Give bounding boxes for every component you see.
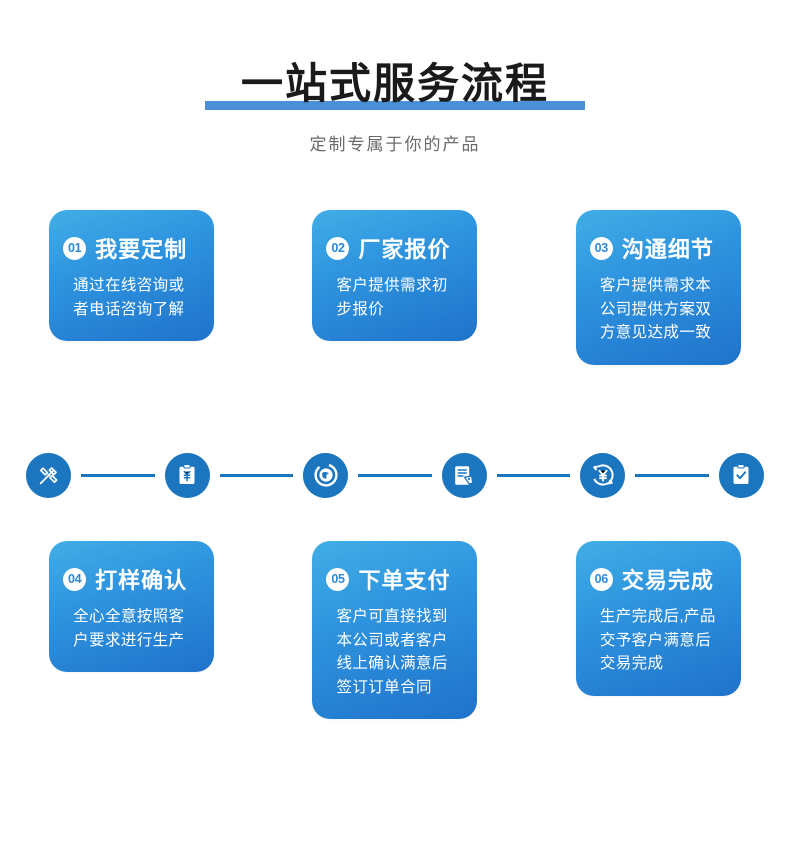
step-card-header: 04 打样确认	[63, 563, 200, 595]
step-card-slot: 04 打样确认 全心全意按照客户要求进行生产	[0, 541, 263, 719]
clipboard-yuan-icon	[164, 452, 210, 498]
page-subtitle: 定制专属于你的产品	[309, 135, 481, 155]
step-number-badge: 04	[63, 567, 87, 591]
page-title: 一站式服务流程	[240, 60, 549, 107]
process-connector-line	[358, 473, 432, 477]
step-description: 客户提供需求本公司提供方案双方意见达成一致	[599, 277, 712, 342]
step-title: 沟通细节	[621, 237, 714, 262]
step-card-slot: 05 下单支付 客户可直接找到本公司或者客户线上确认满意后签订订单合同	[263, 541, 526, 720]
step-number-badge: 01	[63, 236, 87, 260]
step-card-03[interactable]: 03 沟通细节 客户提供需求本公司提供方案双方意见达成一致	[575, 210, 741, 365]
step-number-badge: 06	[589, 567, 613, 591]
yuan-payment-icon	[580, 452, 626, 498]
step-card-02[interactable]: 02 厂家报价 客户提供需求初步报价	[312, 210, 478, 342]
step-description: 客户可直接找到本公司或者客户线上确认满意后签订订单合同	[336, 608, 448, 696]
process-connector-line	[635, 473, 709, 477]
headset-support-icon	[303, 452, 349, 498]
steps-row-top: 01 我要定制 通过在线咨询或者电话咨询了解 02 厂家报价 客户提供需求初步报…	[0, 210, 790, 365]
step-card-01[interactable]: 01 我要定制 通过在线咨询或者电话咨询了解	[49, 210, 215, 342]
document-tag-icon	[441, 452, 487, 498]
step-card-header: 06 交易完成	[589, 563, 727, 595]
step-card-header: 01 我要定制	[63, 232, 200, 264]
step-number-badge: 02	[326, 236, 350, 260]
page-title-wrap: 一站式服务流程	[204, 60, 585, 112]
step-card-header: 02 厂家报价	[326, 232, 463, 264]
step-title: 交易完成	[621, 568, 714, 593]
process-connector-line	[496, 473, 571, 477]
clipboard-check-icon	[718, 452, 764, 498]
step-title: 厂家报价	[358, 237, 451, 262]
step-description: 通过在线咨询或者电话咨询了解	[73, 277, 185, 318]
process-connector-line	[219, 473, 294, 477]
step-title: 我要定制	[95, 237, 188, 262]
page-header: 一站式服务流程 定制专属于你的产品	[0, 0, 790, 155]
step-number-badge: 05	[326, 567, 350, 591]
title-underline-bar	[204, 101, 585, 111]
step-card-slot: 06 交易完成 生产完成后,产品交予客户满意后交易完成	[527, 541, 790, 719]
step-card-header: 03 沟通细节	[589, 232, 727, 264]
design-pencil-icon	[26, 452, 72, 498]
process-icon-strip	[0, 444, 790, 506]
step-card-04[interactable]: 04 打样确认 全心全意按照客户要求进行生产	[49, 541, 215, 673]
step-title: 打样确认	[95, 568, 188, 593]
step-card-slot: 01 我要定制 通过在线咨询或者电话咨询了解	[0, 210, 263, 365]
step-card-06[interactable]: 06 交易完成 生产完成后,产品交予客户满意后交易完成	[575, 541, 741, 696]
step-description: 生产完成后,产品交予客户满意后交易完成	[599, 608, 716, 673]
process-connector-line	[81, 473, 155, 477]
step-card-slot: 02 厂家报价 客户提供需求初步报价	[263, 210, 526, 365]
step-number-badge: 03	[589, 236, 613, 260]
steps-row-bottom: 04 打样确认 全心全意按照客户要求进行生产 05 下单支付 客户可直接找到本公…	[0, 541, 790, 720]
step-card-slot: 03 沟通细节 客户提供需求本公司提供方案双方意见达成一致	[527, 210, 790, 365]
step-card-header: 05 下单支付	[326, 563, 463, 595]
step-description: 全心全意按照客户要求进行生产	[73, 608, 185, 649]
step-title: 下单支付	[358, 568, 451, 593]
step-card-05[interactable]: 05 下单支付 客户可直接找到本公司或者客户线上确认满意后签订订单合同	[312, 541, 478, 720]
step-description: 客户提供需求初步报价	[336, 277, 448, 318]
